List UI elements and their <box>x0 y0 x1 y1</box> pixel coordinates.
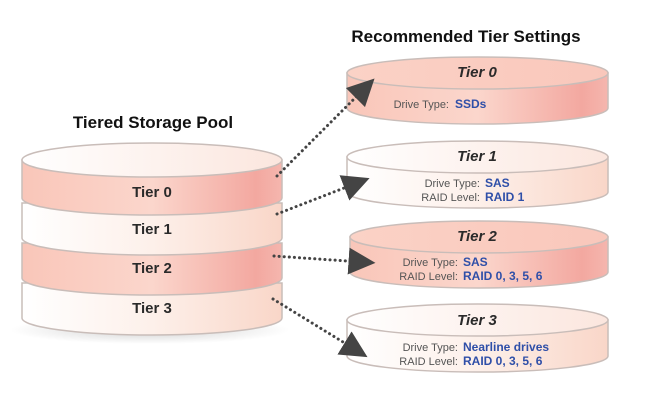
arrow-tier-2 <box>272 247 376 275</box>
settings-title: Recommended Tier Settings <box>351 27 580 46</box>
disk-tier-1-drive-type-label: Drive Type: <box>425 178 480 190</box>
arrow-tier-1 <box>275 175 370 216</box>
disk-tier-2-title: Tier 2 <box>457 228 497 245</box>
pool-tier-2-label: Tier 2 <box>132 260 172 277</box>
disk-tier-3-raid-label: RAID Level: <box>399 356 458 368</box>
settings-disk-tier-0: Tier 0 Drive Type: SSDs <box>346 56 609 125</box>
disk-tier-2-drive-type-label: Drive Type: <box>403 257 458 269</box>
disk-tier-3-title: Tier 3 <box>457 312 497 329</box>
disk-tier-0-title: Tier 0 <box>457 64 497 81</box>
pool-tier-0-label: Tier 0 <box>132 184 172 201</box>
pool-top-ellipse <box>21 142 283 178</box>
disk-tier-0-drive-type-label: Drive Type: <box>394 99 449 111</box>
disk-tier-1-raid-label: RAID Level: <box>421 192 480 204</box>
arrow-tier-0 <box>275 78 375 178</box>
storage-pool-cylinder: Tier 0 Tier 1 Tier 2 Tier 3 <box>10 142 290 344</box>
pool-tier-3-label: Tier 3 <box>132 300 172 317</box>
disk-tier-1-raid: RAID 1 <box>485 190 525 204</box>
settings-disk-tier-2: Tier 2 Drive Type: SAS RAID Level: RAID … <box>349 220 609 289</box>
disk-tier-3-raid: RAID 0, 3, 5, 6 <box>463 354 543 368</box>
pool-band-tier-2 <box>21 242 283 296</box>
settings-disk-tier-1: Tier 1 Drive Type: SAS RAID Level: RAID … <box>346 140 609 209</box>
pool-tier-1-label: Tier 1 <box>132 221 172 238</box>
pool-title: Tiered Storage Pool <box>73 113 233 132</box>
disk-tier-2-raid: RAID 0, 3, 5, 6 <box>463 269 543 283</box>
disk-tier-1-drive-type: SAS <box>485 176 510 190</box>
settings-disk-tier-3: Tier 3 Drive Type: Nearline drives RAID … <box>346 303 609 373</box>
pool-band-tier-3 <box>21 282 283 336</box>
disk-tier-2-raid-label: RAID Level: <box>399 271 458 283</box>
arrow-tier-3 <box>271 297 368 358</box>
disk-tier-3-drive-type-label: Drive Type: <box>403 342 458 354</box>
disk-tier-0-drive-type: SSDs <box>455 97 487 111</box>
pool-band-tier-1 <box>21 202 283 256</box>
disk-tier-2-drive-type: SAS <box>463 255 488 269</box>
disk-tier-3-drive-type: Nearline drives <box>463 340 549 354</box>
disk-tier-1-title: Tier 1 <box>457 148 497 165</box>
